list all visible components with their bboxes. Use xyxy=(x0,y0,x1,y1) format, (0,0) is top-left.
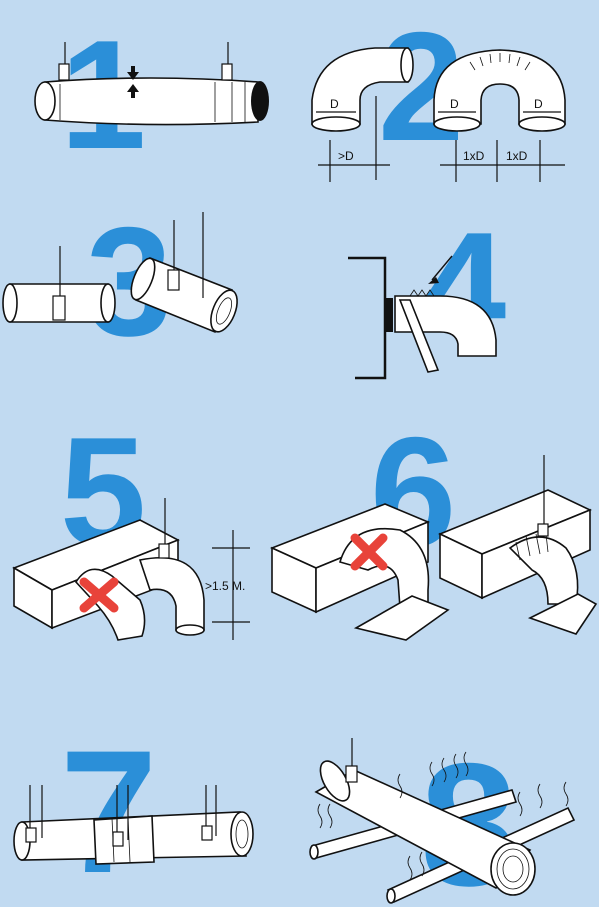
step-5-panel: 5 >1.5 M. xyxy=(12,405,250,641)
incorrect-cross-icon xyxy=(79,577,119,613)
bend-radius-illustration-right: D D 1xD 1xD xyxy=(433,49,566,182)
min-height-label: >1.5 M. xyxy=(205,579,245,593)
flexible-bend-duct xyxy=(138,498,205,636)
incorrect-cross-icon-2 xyxy=(350,533,388,571)
incorrect-plenum-box xyxy=(269,503,450,641)
step-7-panel: 7 xyxy=(13,715,254,907)
step-4-panel: 4 xyxy=(348,200,506,380)
step-8-panel: 8 xyxy=(309,728,576,907)
step-1-panel: 1 xyxy=(34,8,269,181)
height-dimension: >1.5 M. xyxy=(205,530,250,640)
flexible-duct-diagonal xyxy=(130,212,238,334)
hanger-rods xyxy=(25,785,217,847)
spacing-label-2: 1xD xyxy=(506,149,528,163)
straight-duct-illustration xyxy=(34,77,269,126)
rigid-pipe-illustration xyxy=(2,246,116,323)
min-distance-label: >D xyxy=(338,149,354,163)
step-3-panel: 3 xyxy=(2,195,238,368)
diameter-label-3: D xyxy=(534,97,543,111)
diameter-label-1: D xyxy=(330,97,339,111)
wall-bracket xyxy=(348,256,393,380)
correct-plenum-box xyxy=(438,455,598,635)
step-7-number: 7 xyxy=(60,715,157,907)
step-6-panel: 6 xyxy=(269,405,598,641)
heat-wave-icons xyxy=(317,751,569,881)
bend-radius-illustration-left: D >D xyxy=(311,47,414,182)
spacing-label-1: 1xD xyxy=(463,149,485,163)
supported-duct-illustration xyxy=(13,811,254,865)
flexible-duct-over-pipes xyxy=(314,738,536,896)
duct-connection-illustration xyxy=(394,255,497,373)
compression-arrows xyxy=(127,66,139,98)
hanger-clips xyxy=(58,42,233,81)
diameter-label-2: D xyxy=(450,97,459,111)
step-2-panel: 2 D >D D D 1xD 1xD xyxy=(311,0,566,182)
